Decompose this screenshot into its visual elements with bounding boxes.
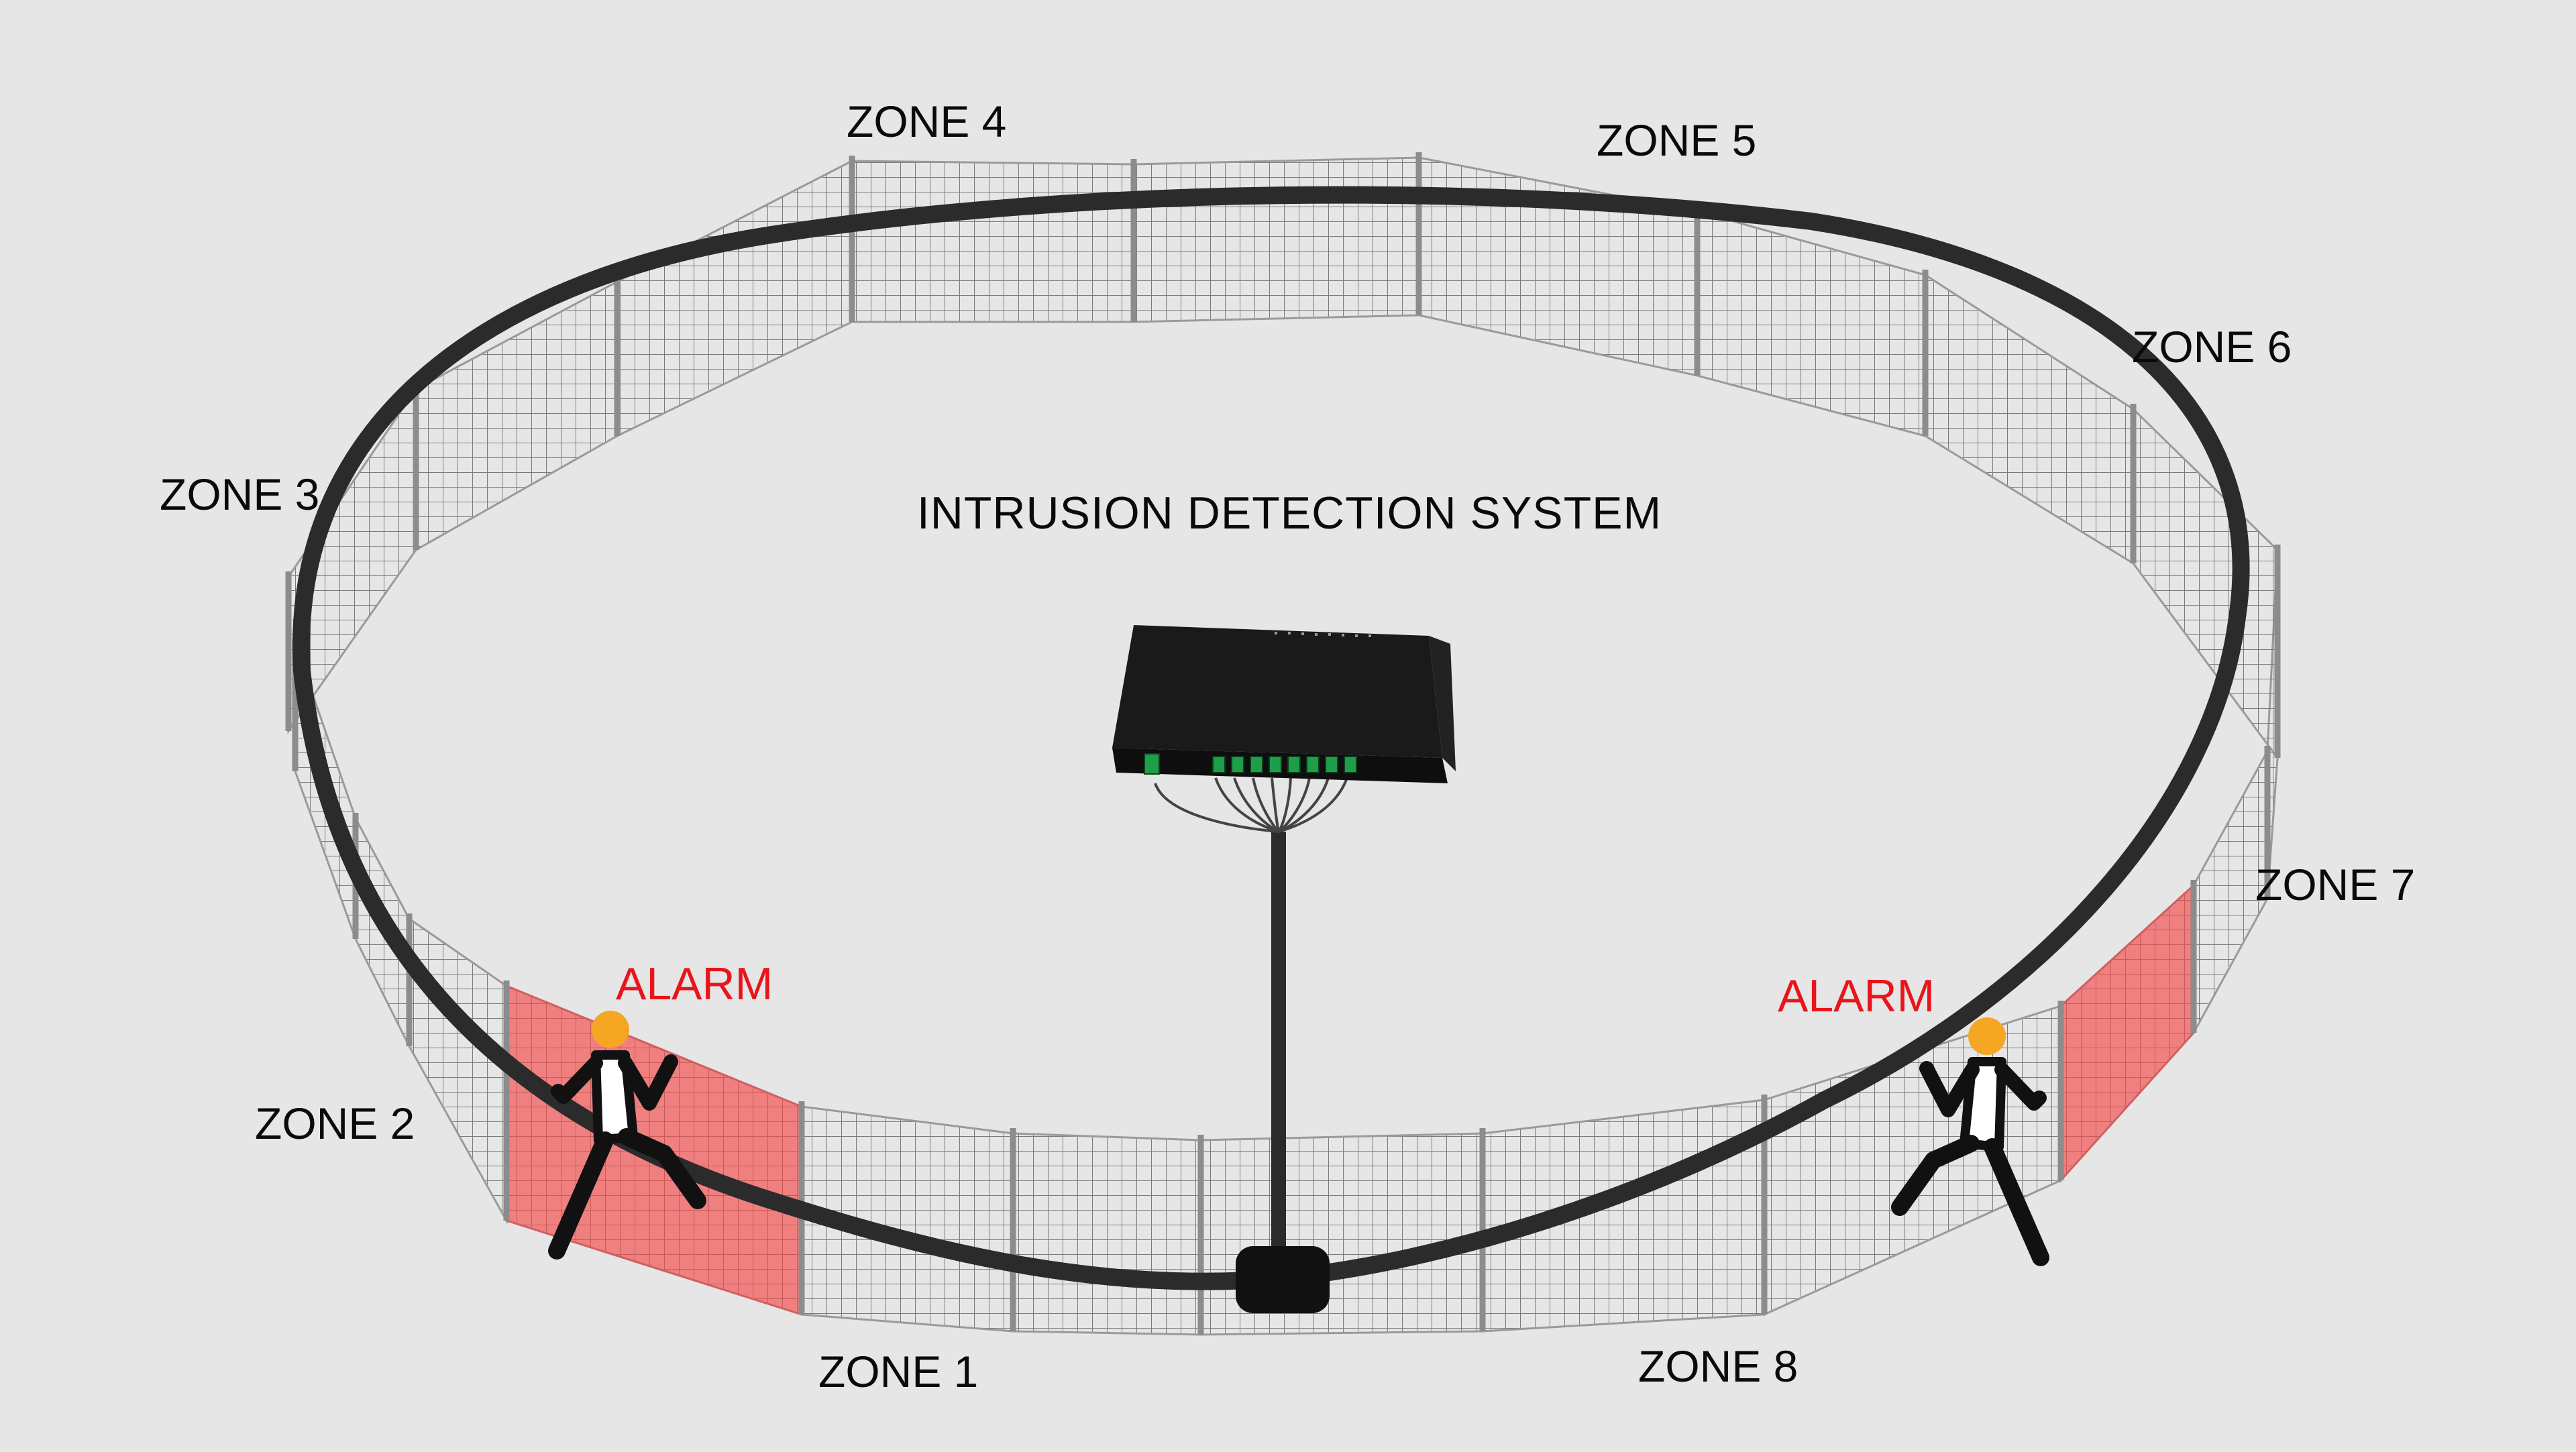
fiber-fanout (1154, 777, 1348, 833)
intruder-figure-zone-8 (1891, 1017, 2049, 1266)
fence-panel-alarm (2059, 883, 2195, 1183)
intruder-figure-zone-2 (548, 1011, 706, 1260)
zone-label-1: ZONE 1 (818, 1347, 978, 1396)
alarm-label-zone-8: ALARM (1778, 970, 1935, 1021)
zone-label-5: ZONE 5 (1597, 115, 1756, 165)
fence-panel (1132, 156, 1420, 323)
fiber-sensing-cable (292, 186, 2250, 1290)
alarm-label-zone-2: ALARM (616, 958, 773, 1009)
fence-panel (851, 160, 1135, 323)
zone-label-2: ZONE 2 (255, 1099, 415, 1148)
zone-label-8: ZONE 8 (1638, 1341, 1798, 1391)
fence-panel (616, 159, 853, 438)
fence-panel (1481, 1099, 1766, 1333)
intruder-head (1968, 1017, 2006, 1055)
fence-panel (408, 917, 508, 1225)
zone-label-4: ZONE 4 (847, 97, 1006, 146)
intruder-head (592, 1011, 629, 1048)
fence-panel (2132, 406, 2279, 761)
fiber-sensor-controller-icon (1112, 625, 1456, 783)
fence-panel (1012, 1132, 1202, 1336)
splice-box (1236, 1246, 1330, 1313)
zone-label-7: ZONE 7 (2255, 860, 2415, 909)
zone-label-3: ZONE 3 (160, 469, 319, 519)
zone-label-6: ZONE 6 (2132, 322, 2292, 372)
system-title: INTRUSION DETECTION SYSTEM (917, 488, 1662, 539)
